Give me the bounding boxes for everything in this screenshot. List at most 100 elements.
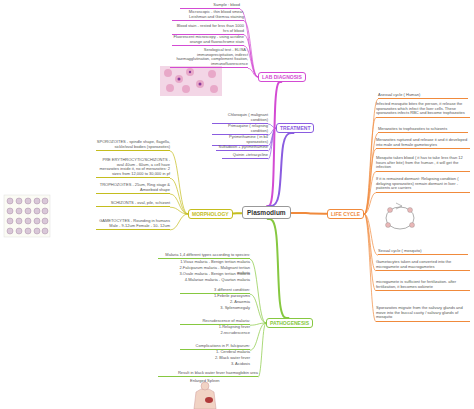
branch-note: SPOROZOITES - spindle shape, flagella, s… — [96, 140, 170, 151]
cycle-loop — [386, 207, 414, 229]
smear-background — [160, 66, 222, 96]
morphology-illustration — [4, 195, 50, 237]
stage-cell — [7, 198, 13, 204]
branch-topic: MORPHOLOGY — [188, 209, 233, 219]
branch-note: 2.recrudescence — [186, 331, 250, 336]
branch-note: Asexual cycle ( Human) — [378, 93, 468, 99]
topic-text: TREATMENT — [280, 125, 310, 131]
stage-cell — [42, 208, 48, 214]
stage-cell — [7, 208, 13, 214]
leader-line — [364, 118, 376, 214]
stage-cell — [25, 228, 31, 234]
spleen-shape — [205, 397, 213, 403]
cycle-stage — [386, 223, 391, 228]
blood-cell — [182, 85, 190, 93]
topic-text: PATHOGENESIS — [270, 320, 309, 326]
branch-note: Merozoites ruptured and release it and i… — [376, 138, 470, 149]
branch-note: Serological test - ELISA , immunoprecipi… — [170, 48, 248, 68]
branch-note: PRE ERYTHROCYTIC/SCHIZONTS - oval 40um -… — [96, 158, 170, 178]
branch-note: Infected mosquito bites the person, it r… — [376, 102, 470, 118]
topic-text: LIFE CYCLE — [331, 211, 360, 217]
leader-line — [250, 294, 266, 323]
branch-note: Sexual cycle ( mosquito) — [378, 249, 468, 255]
branch-connector — [291, 212, 327, 215]
blood-cell — [175, 75, 183, 83]
leader-line — [258, 323, 266, 377]
stage-cell — [25, 208, 31, 214]
branch-note: Fluorescent microscopy - using acridine … — [172, 35, 244, 46]
leader-line — [364, 214, 376, 322]
stage-cell — [16, 198, 22, 204]
stage-cell — [25, 218, 31, 224]
branch-note: Merozoites to trophozoites to schizonts — [378, 127, 468, 133]
plate-background — [4, 195, 50, 237]
branch-note: 1. Cerebral malaria — [186, 350, 250, 355]
leader-line — [170, 214, 188, 230]
stage-cell — [34, 208, 40, 214]
blood-cell — [210, 85, 218, 93]
cycle-arrow — [396, 203, 402, 209]
stage-cell — [16, 228, 22, 234]
stage-cell — [34, 218, 40, 224]
branch-note: Sulfadoxin + pyrimethamine — [216, 145, 268, 151]
leader-line — [364, 172, 376, 214]
parasite-dot — [189, 71, 191, 73]
head-outline — [201, 382, 209, 390]
branch-note: 1.Vivax malaria - Benign tertian malaria — [166, 260, 250, 265]
blood-cell — [164, 69, 172, 77]
leader-line — [250, 259, 266, 323]
branch-note: 3. Splenomegaly — [190, 306, 250, 311]
blood-cell — [196, 80, 204, 88]
stage-cell — [34, 198, 40, 204]
branch-topic: PATHOGENESIS — [266, 318, 313, 328]
branch-note: TROPHOZOITES - 25um, Ring stage & Amoebo… — [96, 183, 170, 194]
stage-cell — [16, 218, 22, 224]
branch-note: GAMETOCYTES - Rounding in humans Male - … — [96, 219, 170, 230]
branch-note: SCHIZONTS - oval, pile, schizont — [96, 201, 170, 207]
cycle-stage — [410, 223, 415, 228]
branch-note: Sample : blood — [180, 3, 240, 9]
blood-cell — [208, 70, 216, 78]
branch-connector — [233, 212, 242, 214]
leader-line — [250, 323, 266, 350]
branch-note: 4.Malariae malaria - Quartan malaria — [166, 278, 250, 283]
cycle-stage — [388, 208, 393, 213]
parasite-dot — [199, 83, 202, 86]
branch-note: Blood stain - rested for less than 1000 … — [172, 24, 244, 35]
branch-note: 2. Anaemia — [190, 300, 250, 305]
topic-text: LAB DIAGNOSIS — [262, 74, 302, 80]
leader-line — [364, 214, 376, 291]
branch-note: Malaria 1,4 different types according to… — [158, 253, 250, 259]
figure-caption: Enlarged Spleen — [190, 379, 222, 384]
branch-topic: LAB DIAGNOSIS — [258, 72, 306, 82]
body-outline — [194, 389, 216, 409]
branch-note: Mosquito takes blood ( it has to take le… — [376, 156, 470, 172]
branch-note: 1.Febrile paroxysms — [186, 294, 250, 299]
leader-line — [170, 194, 188, 214]
leader-line — [248, 68, 258, 77]
cycle-stage — [408, 208, 413, 213]
branch-note: Primaquine ( relapsing condition) — [212, 124, 268, 135]
spleen-illustration — [194, 382, 216, 409]
leader-line — [170, 151, 188, 214]
topic-text: MORPHOLOGY — [192, 211, 229, 217]
branch-note: 3. Acidosis — [186, 362, 250, 367]
parasite-dot — [178, 78, 181, 81]
branch-note: microgamete is sufficient for fertilizat… — [376, 280, 470, 291]
leader-line — [170, 207, 188, 214]
branch-connector — [269, 133, 294, 206]
branch-note: 3.Ovale malaria - Benign tertian malaria — [166, 272, 250, 277]
branch-connector — [268, 219, 289, 318]
blood-cell — [186, 68, 194, 76]
stage-cell — [34, 228, 40, 234]
stage-cell — [42, 228, 48, 234]
central-topic: Plasmodium — [242, 206, 291, 219]
life-cycle-illustration — [386, 203, 415, 229]
branch-note: Sporozoites migrate from the salivary gl… — [376, 306, 470, 322]
branch-note: 1.Relapsing fever — [186, 325, 250, 330]
branch-note: Microscopic - thin blood smear, Leishman… — [172, 10, 244, 21]
leader-line — [364, 193, 376, 214]
branch-note: If it is remained dormant: Relapsing con… — [376, 177, 470, 193]
leader-line — [170, 178, 188, 214]
blood-smear-illustration — [160, 66, 222, 96]
